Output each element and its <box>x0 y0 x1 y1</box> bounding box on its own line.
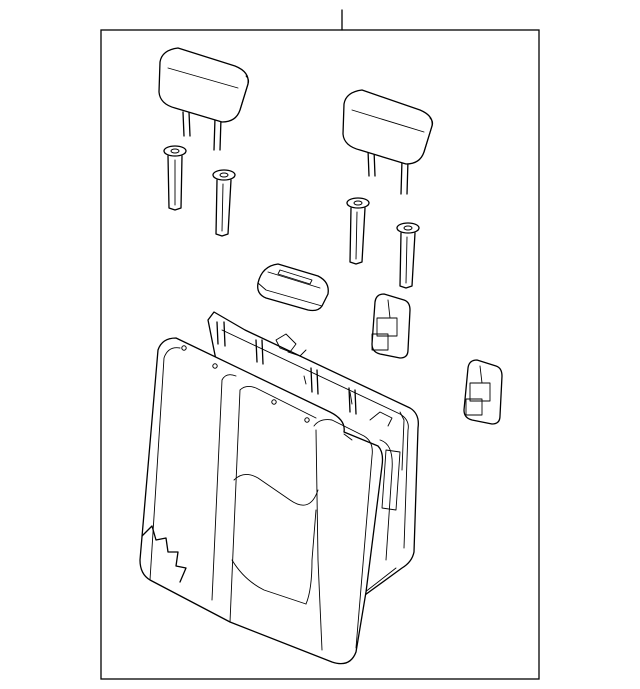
headrest-guide-2-icon <box>212 169 236 237</box>
headrest-right-icon <box>342 89 434 195</box>
headrest-guide-3-icon <box>346 197 370 265</box>
headrest-guide-1-icon <box>163 145 187 211</box>
headrest-left-icon <box>158 47 250 151</box>
seat-back-icon <box>139 311 419 665</box>
diagram-frame <box>100 29 540 680</box>
latch-cover-icon <box>257 263 329 312</box>
seat-latch-bezel-2-icon <box>463 359 503 425</box>
headrest-guide-4-icon <box>396 222 420 289</box>
seat-latch-bezel-1-icon <box>371 293 411 359</box>
